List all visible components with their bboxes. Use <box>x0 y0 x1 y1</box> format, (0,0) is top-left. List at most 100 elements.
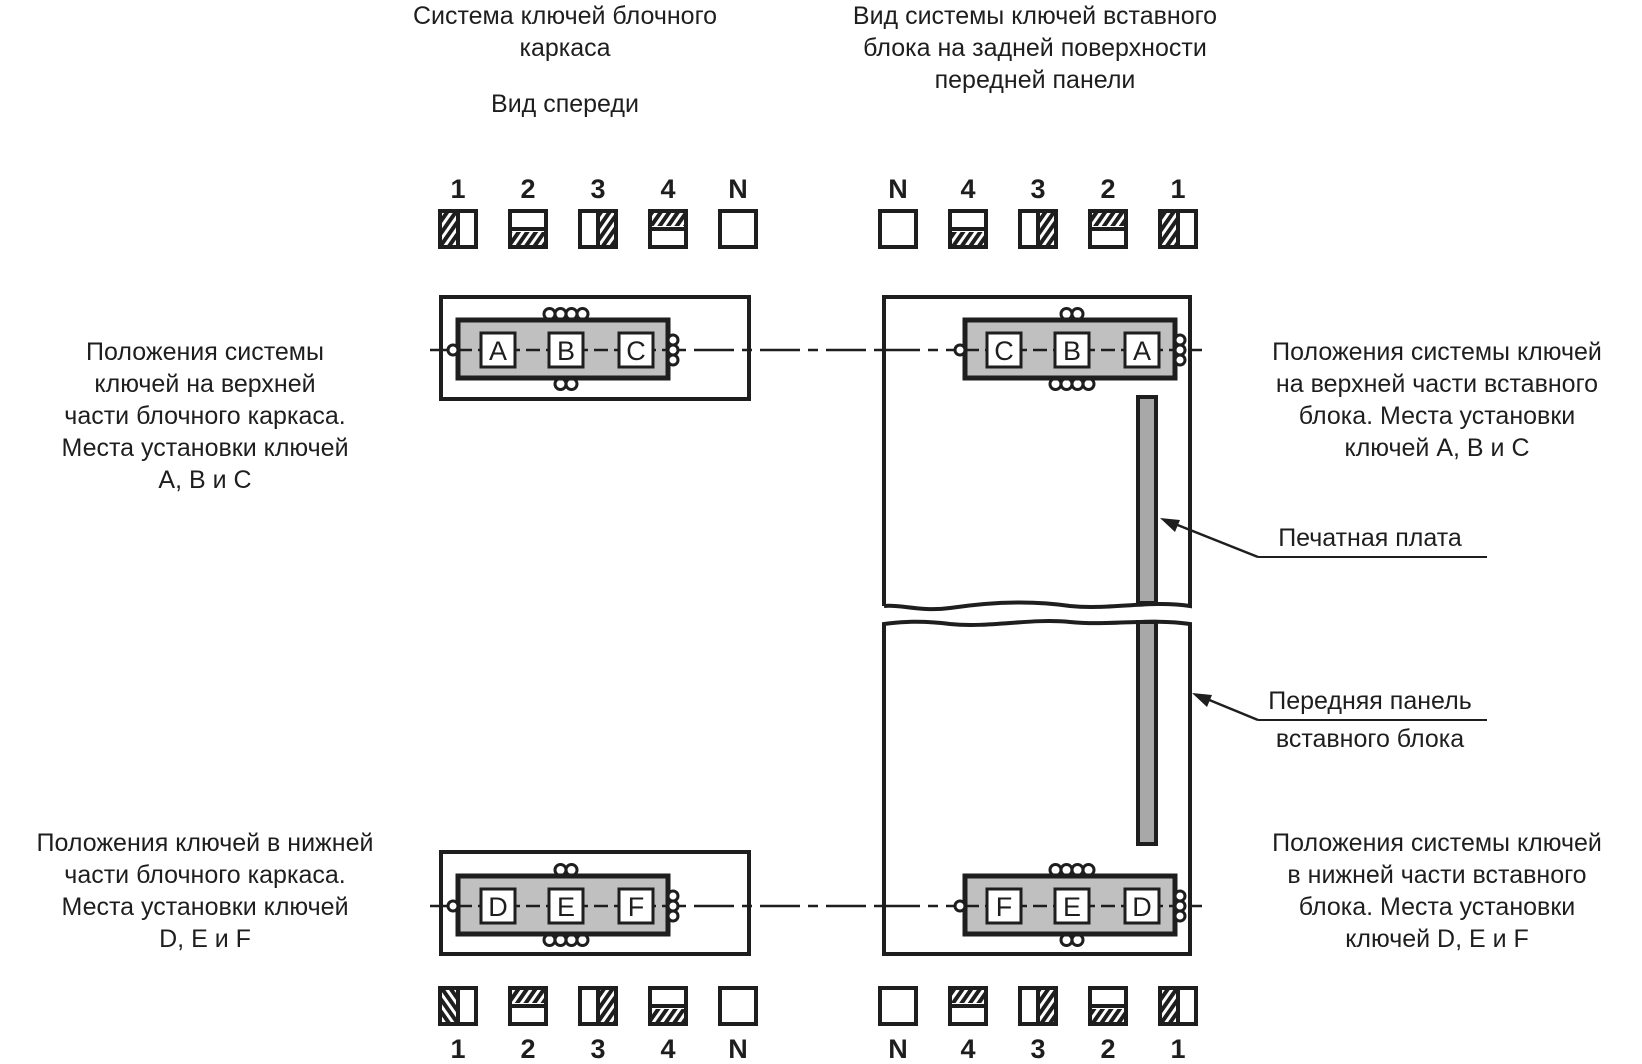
key-code-number: 4 <box>660 174 675 204</box>
title-left-line: Система ключей блочного <box>412 2 718 30</box>
key-letter: D <box>1132 892 1152 922</box>
key-code-4: 4 <box>648 986 688 1064</box>
key-slot-F: F <box>617 887 655 925</box>
end-circle-left <box>953 343 967 357</box>
title-right-line: блока на задней поверхности <box>863 34 1207 62</box>
key-window <box>1123 331 1161 369</box>
key-slot-D: D <box>479 887 517 925</box>
key-code-2: 2 <box>508 986 548 1064</box>
key-window <box>1053 887 1091 925</box>
key-window <box>547 331 585 369</box>
title-right: Вид системы ключей вставного блока на за… <box>840 0 1230 96</box>
key-block-bottom-left: D E F <box>430 863 880 947</box>
label-bottom-left: Положения ключей в нижней части блочного… <box>36 829 374 953</box>
key-code-square <box>718 986 758 1026</box>
key-code-4: 4 <box>648 174 688 249</box>
key-slot-A: A <box>1123 331 1161 369</box>
key-letter: F <box>628 892 645 922</box>
end-circle-right <box>1173 909 1187 923</box>
label-pcb: Печатная плата <box>1278 524 1462 552</box>
key-code-square <box>718 209 758 249</box>
key-legend-top-right: N 4 3 2 1 <box>878 174 1198 249</box>
key-slot-B: B <box>547 331 585 369</box>
front-panel-leader <box>1192 693 1487 722</box>
hatch-fill <box>1092 213 1124 226</box>
hatch-fill <box>512 990 544 1003</box>
key-code-1: 1 <box>438 986 478 1064</box>
key-code-4: 4 <box>948 174 988 249</box>
title-left-subtitle: Вид спереди <box>491 90 639 118</box>
hatch-fill <box>442 990 457 1022</box>
key-code-number: 3 <box>1030 174 1045 204</box>
hatch-fill <box>652 213 684 226</box>
key-window <box>479 331 517 369</box>
end-circle-left <box>446 343 460 357</box>
key-code-number: 2 <box>1100 1034 1115 1064</box>
key-slot-C: C <box>617 331 655 369</box>
title-left-line: каркаса <box>519 34 611 62</box>
pcb-upper <box>1136 395 1158 605</box>
key-letter: D <box>488 892 508 922</box>
front-panel-upper <box>882 295 1192 612</box>
hatch-fill <box>1162 990 1177 1022</box>
key-code-square <box>878 986 918 1026</box>
key-letter: E <box>557 892 575 922</box>
key-code-N: N <box>718 986 758 1064</box>
end-circle-right <box>666 353 680 367</box>
hatch-fill <box>599 213 614 245</box>
key-code-number: 3 <box>590 174 605 204</box>
key-code-number: 1 <box>450 1034 465 1064</box>
key-code-1: 1 <box>1158 174 1198 249</box>
key-window <box>1123 887 1161 925</box>
title-right-line: передней панели <box>934 66 1136 94</box>
key-code-number: 2 <box>520 1034 535 1064</box>
key-code-number: 4 <box>960 174 975 204</box>
hatch-fill <box>512 232 544 245</box>
key-code-number: N <box>728 174 748 204</box>
key-code-4: 4 <box>948 986 988 1064</box>
key-code-number: 4 <box>960 1034 975 1064</box>
hatch-fill <box>442 213 457 245</box>
key-letter: C <box>994 336 1014 366</box>
key-block-top-left: A B C <box>430 307 880 391</box>
key-letter: C <box>626 336 646 366</box>
key-code-number: 1 <box>1170 1034 1185 1064</box>
key-letter: F <box>996 892 1013 922</box>
key-letter: A <box>489 336 507 366</box>
key-letter: B <box>1063 336 1081 366</box>
key-code-number: 1 <box>1170 174 1185 204</box>
key-code-number: 2 <box>1100 174 1115 204</box>
key-code-N: N <box>878 986 918 1064</box>
key-window <box>1053 331 1091 369</box>
hatch-fill <box>952 990 984 1003</box>
key-slot-E: E <box>547 887 585 925</box>
hatch-fill <box>599 990 614 1022</box>
key-slot-F: F <box>985 887 1023 925</box>
pcb-leader <box>1160 518 1487 559</box>
key-slot-E: E <box>1053 887 1091 925</box>
hatch-fill <box>1039 990 1054 1022</box>
key-code-number: 3 <box>1030 1034 1045 1064</box>
key-letter: B <box>557 336 575 366</box>
key-code-1: 1 <box>1158 986 1198 1064</box>
title-left: Система ключей блочного каркаса <box>380 0 750 64</box>
key-slot-D: D <box>1123 887 1161 925</box>
key-window <box>617 331 655 369</box>
label-top-right: Положения системы ключей на верхней част… <box>1272 338 1602 462</box>
key-slot-B: B <box>1053 331 1091 369</box>
key-legend-bottom-right: N 4 3 2 1 <box>878 986 1198 1064</box>
hatch-fill <box>952 232 984 245</box>
key-code-3: 3 <box>578 174 618 249</box>
hatch-fill <box>1039 213 1054 245</box>
hatch-fill <box>1162 213 1177 245</box>
key-window <box>617 887 655 925</box>
end-circle-left <box>953 899 967 913</box>
key-code-number: 4 <box>660 1034 675 1064</box>
key-window <box>985 887 1023 925</box>
key-code-number: N <box>888 174 908 204</box>
hatch-fill <box>652 1009 684 1022</box>
